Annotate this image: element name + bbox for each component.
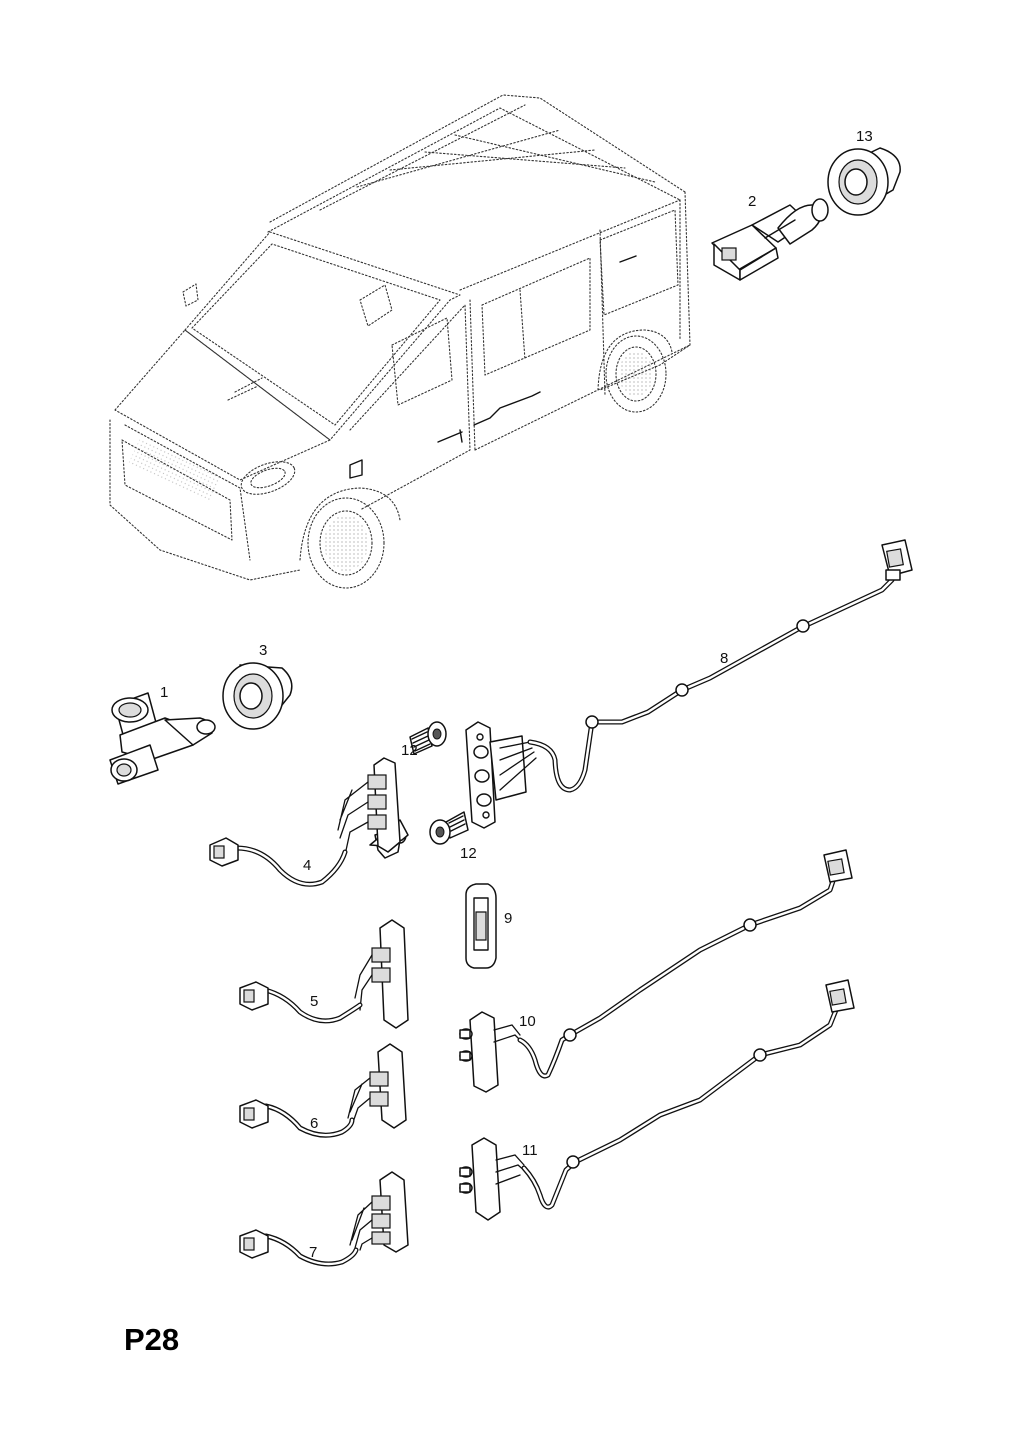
callout-7: 7 <box>309 1244 317 1261</box>
callout-13: 13 <box>856 128 873 145</box>
callout-3: 3 <box>259 642 267 659</box>
part-12-screw-lower <box>429 811 469 845</box>
part-6-switch-harness <box>239 1043 407 1138</box>
callout-6: 6 <box>310 1115 318 1132</box>
part-5-switch-harness <box>239 919 409 1029</box>
part-12-screw-upper <box>409 721 447 755</box>
callout-5: 5 <box>310 993 318 1010</box>
part-11-switch-harness <box>459 979 855 1221</box>
callout-2: 2 <box>748 193 756 210</box>
callout-8: 8 <box>720 650 728 667</box>
part-13-rubber-boot <box>827 147 901 216</box>
part-9-switch-cover <box>465 883 497 969</box>
part-1-door-switch <box>109 692 216 785</box>
callout-4: 4 <box>303 857 311 874</box>
page-code: P28 <box>124 1322 180 1357</box>
part-2-contact-switch <box>711 198 829 281</box>
part-7-switch-harness <box>239 1171 409 1267</box>
part-10-switch-harness <box>459 849 853 1093</box>
callout-12-lower: 12 <box>460 845 477 862</box>
part-4-switch-harness <box>209 757 409 887</box>
callout-10: 10 <box>519 1013 536 1030</box>
callout-1: 1 <box>160 684 168 701</box>
part-8-switch-harness <box>465 539 913 829</box>
callout-9: 9 <box>504 910 512 927</box>
callout-12-upper: 12 <box>401 742 418 759</box>
part-3-rubber-boot <box>222 662 293 730</box>
callout-11: 11 <box>522 1142 538 1159</box>
van-illustration <box>109 94 691 589</box>
